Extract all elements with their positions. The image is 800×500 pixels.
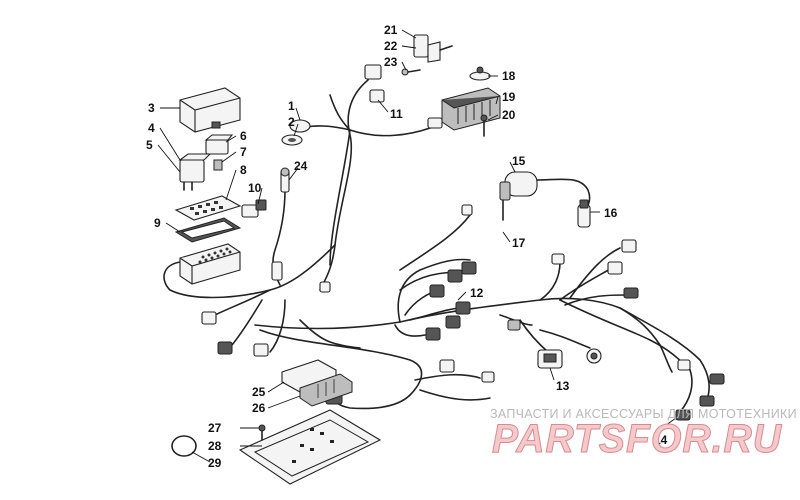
- callout-21: 21: [384, 23, 398, 37]
- callout-16: 16: [604, 206, 618, 220]
- callout-19: 19: [502, 90, 516, 104]
- fuse-panel: [174, 195, 242, 221]
- callout-13: 13: [556, 379, 570, 393]
- voltage-regulator: [427, 87, 501, 131]
- callout-3: 3: [148, 101, 155, 115]
- watermark-subtitle: ЗАПЧАСТИ И АКСЕССУАРЫ ДЛЯ МОТОТЕХНИКИ: [490, 407, 797, 421]
- harness-connector-10: [241, 199, 267, 218]
- relay-box-cover: [179, 87, 241, 133]
- watermark: ЗАПЧАСТИ И АКСЕССУАРЫ ДЛЯ МОТОТЕХНИКИ PA…: [490, 407, 797, 462]
- callout-29: 29: [208, 456, 222, 470]
- washer-18: [469, 66, 491, 81]
- callout-12: 12: [470, 286, 484, 300]
- callout-17: 17: [512, 236, 526, 250]
- right-connectors: [551, 239, 725, 421]
- mounting-tray: [238, 409, 382, 485]
- callout-2: 2: [288, 115, 295, 129]
- switch-13: [507, 319, 602, 369]
- callout-24: 24: [294, 159, 308, 173]
- callout-numbers: 1 2 3 4 5 6 7 8 9 10 11 12 13 14 15 16 1…: [146, 23, 668, 470]
- callout-26: 26: [252, 401, 266, 415]
- callout-15: 15: [512, 154, 526, 168]
- callout-23: 23: [384, 55, 398, 69]
- relay: [178, 153, 212, 191]
- spark-plug-cap: [577, 199, 591, 228]
- callout-22: 22: [384, 39, 398, 53]
- connector-cluster-12: [425, 204, 477, 341]
- main-harness: [163, 79, 710, 413]
- bolt-20: [480, 114, 488, 137]
- callout-28: 28: [208, 439, 222, 453]
- fuse-box-base: [179, 243, 241, 285]
- callout-14: 14: [654, 433, 668, 447]
- callout-7: 7: [240, 145, 247, 159]
- watermark-logo: PARTSFOR.RU: [492, 417, 782, 461]
- small-relay: [204, 134, 234, 155]
- callout-9: 9: [154, 216, 161, 230]
- ignition-coil: [499, 171, 538, 221]
- callout-5: 5: [146, 138, 153, 152]
- callout-11: 11: [390, 107, 403, 121]
- ecu-module: [281, 359, 353, 407]
- callout-20: 20: [502, 108, 516, 122]
- callout-27: 27: [208, 421, 222, 435]
- fuse-box-seal: [174, 217, 242, 243]
- callout-6: 6: [240, 129, 247, 143]
- callout-1: 1: [288, 99, 295, 113]
- connector-11: [364, 64, 385, 103]
- hose-clamp: [171, 435, 197, 457]
- leader-lines: [157, 29, 677, 463]
- grommet-1-2: [281, 119, 311, 146]
- callout-8: 8: [240, 163, 247, 177]
- bracket-21-22: [401, 34, 453, 76]
- sensor-24: [271, 167, 290, 281]
- screw-27: [258, 424, 266, 441]
- callout-4: 4: [148, 121, 155, 135]
- callout-18: 18: [502, 69, 516, 83]
- callout-10: 10: [248, 181, 262, 195]
- callout-25: 25: [252, 385, 266, 399]
- fuse: [213, 159, 223, 171]
